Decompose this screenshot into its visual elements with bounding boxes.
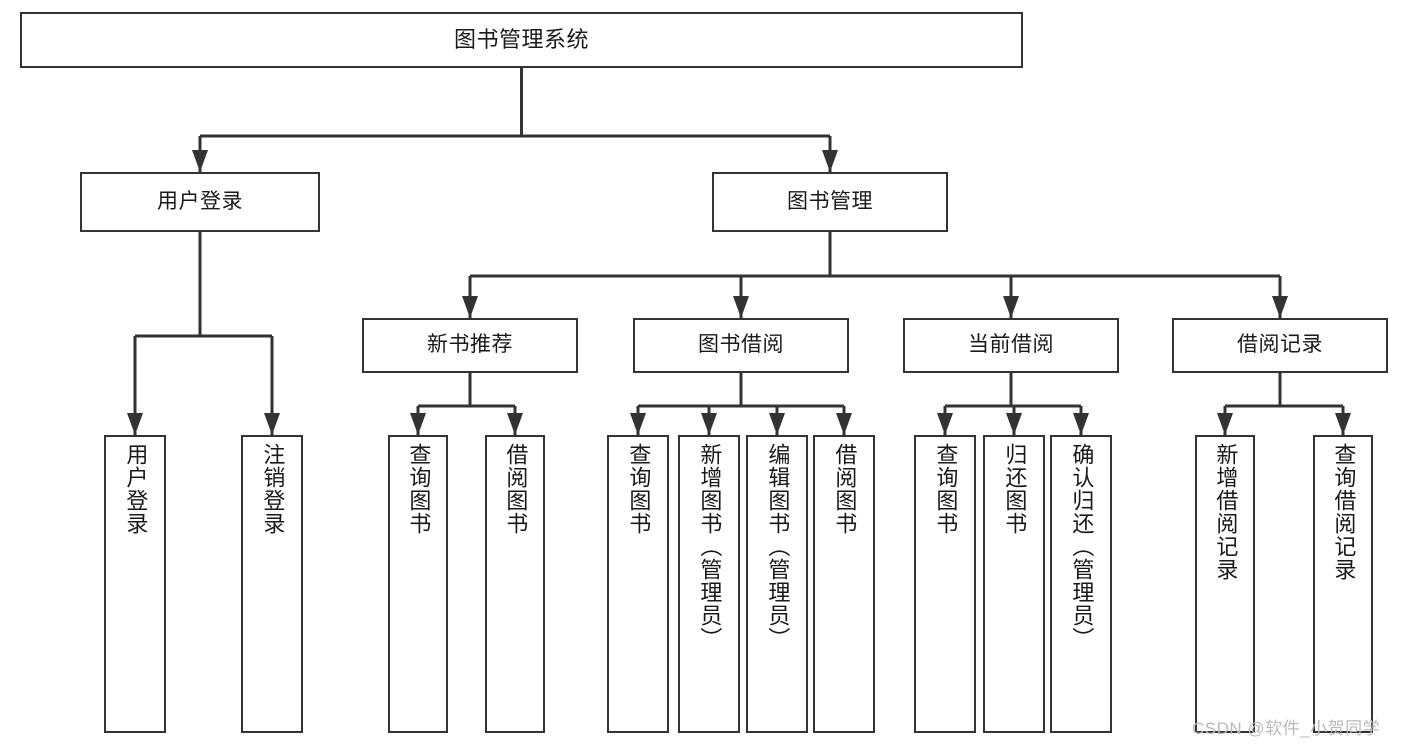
- node-label: 归还图书: [1002, 443, 1028, 535]
- node-book-borrow[interactable]: 图书借阅: [633, 318, 849, 373]
- connector-arrowhead: [769, 413, 785, 435]
- node-leaf-query-borrow-record[interactable]: 查询借阅记录: [1313, 435, 1373, 733]
- csdn-watermark: CSDN @软件_小贺同学: [1192, 719, 1381, 738]
- node-label: 借阅图书: [832, 443, 858, 535]
- connector-arrowhead: [822, 150, 838, 172]
- connector-arrowhead: [937, 413, 953, 435]
- connector-arrowhead: [410, 413, 426, 435]
- node-leaf-return-book[interactable]: 归还图书: [983, 435, 1045, 733]
- connector-arrowhead: [701, 413, 717, 435]
- node-label: 编辑图书（管理员）: [765, 443, 791, 650]
- node-leaf-query-book-new[interactable]: 查询图书: [388, 435, 448, 733]
- node-borrow-record[interactable]: 借阅记录: [1172, 318, 1388, 373]
- node-label: 用户登录: [157, 189, 243, 213]
- node-book-management[interactable]: 图书管理: [712, 172, 948, 232]
- node-label: 图书管理: [787, 189, 873, 213]
- node-label: 查询图书: [933, 443, 959, 535]
- node-root-system[interactable]: 图书管理系统: [20, 12, 1023, 68]
- node-label: 用户登录: [123, 443, 149, 535]
- node-leaf-confirm-return-admin[interactable]: 确认归还（管理员）: [1050, 435, 1112, 733]
- connector-arrowhead: [836, 413, 852, 435]
- node-label: 当前借阅: [968, 333, 1054, 357]
- node-label: 确认归还（管理员）: [1069, 443, 1095, 650]
- connector-arrowhead: [1217, 413, 1233, 435]
- connector-arrowhead: [1006, 413, 1022, 435]
- connector-arrowhead: [630, 413, 646, 435]
- node-user-login[interactable]: 用户登录: [80, 172, 320, 232]
- connector-arrowhead: [733, 296, 749, 318]
- node-label: 新增图书（管理员）: [697, 443, 723, 650]
- node-label: 查询借阅记录: [1331, 443, 1357, 581]
- node-new-book-recommend[interactable]: 新书推荐: [362, 318, 578, 373]
- node-label: 新增借阅记录: [1213, 443, 1239, 581]
- connector-arrowhead: [507, 413, 523, 435]
- connector-arrowhead: [1073, 413, 1089, 435]
- connector-arrowhead: [462, 296, 478, 318]
- node-leaf-user-login[interactable]: 用户登录: [104, 435, 166, 733]
- node-label: 查询图书: [406, 443, 432, 535]
- connector-arrowhead: [1272, 296, 1288, 318]
- node-leaf-add-book-admin[interactable]: 新增图书（管理员）: [678, 435, 740, 733]
- node-label: 借阅记录: [1237, 333, 1323, 357]
- node-current-borrow[interactable]: 当前借阅: [903, 318, 1119, 373]
- node-leaf-query-book-borrow[interactable]: 查询图书: [607, 435, 669, 733]
- node-label: 新书推荐: [427, 333, 513, 357]
- node-leaf-edit-book-admin[interactable]: 编辑图书（管理员）: [746, 435, 808, 733]
- node-label: 图书借阅: [698, 333, 784, 357]
- node-label: 注销登录: [260, 443, 286, 535]
- connector-arrowhead: [192, 150, 208, 172]
- node-label: 查询图书: [626, 443, 652, 535]
- connector-arrowhead: [1003, 296, 1019, 318]
- node-label: 图书管理系统: [453, 27, 589, 53]
- node-leaf-borrow-book-new[interactable]: 借阅图书: [485, 435, 545, 733]
- node-leaf-query-book-current[interactable]: 查询图书: [914, 435, 976, 733]
- node-label: 借阅图书: [503, 443, 529, 535]
- connector-arrowhead: [1335, 413, 1351, 435]
- connector-arrowhead: [127, 413, 143, 435]
- node-leaf-borrow-book[interactable]: 借阅图书: [813, 435, 875, 733]
- connector-arrowhead: [264, 413, 280, 435]
- node-leaf-logout[interactable]: 注销登录: [241, 435, 303, 733]
- node-leaf-add-borrow-record[interactable]: 新增借阅记录: [1195, 435, 1255, 733]
